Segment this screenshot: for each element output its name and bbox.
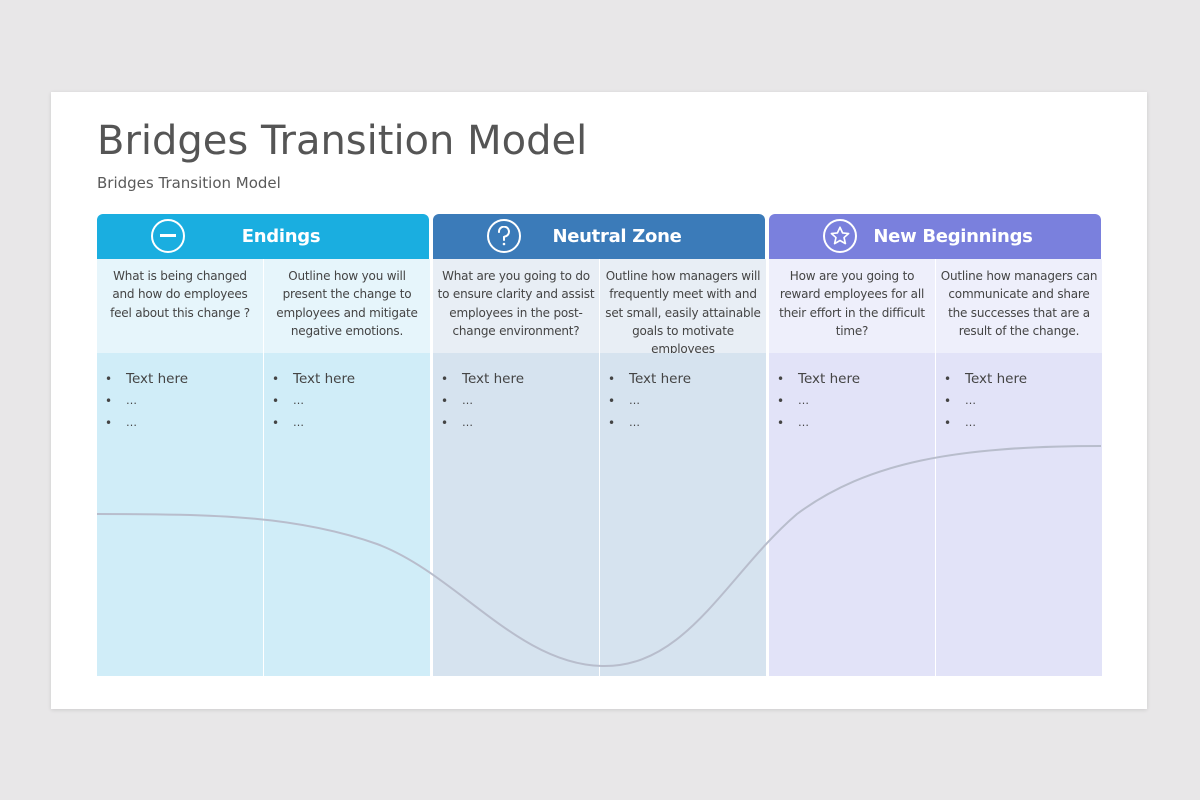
column-body: Text here … … — [769, 353, 935, 676]
column-question: How are you going to reward employees fo… — [769, 259, 935, 353]
bullet-item: … — [272, 390, 355, 412]
column-body: Text here … … — [936, 353, 1102, 676]
bullet-list: Text here … … — [608, 368, 691, 434]
phase-title: Neutral Zone — [552, 226, 682, 247]
bullet-item: … — [944, 390, 1027, 412]
column: What are you going to do to ensure clari… — [433, 259, 599, 676]
bullet-list: Text here … … — [272, 368, 355, 434]
column: What is being changed and how do employe… — [97, 259, 263, 676]
column-question: Outline how managers can communicate and… — [936, 259, 1102, 353]
phase-title: Endings — [241, 226, 321, 247]
column-question: Outline how you will present the change … — [264, 259, 430, 353]
column-question: What are you going to do to ensure clari… — [433, 259, 599, 353]
column-question: Outline how managers will frequently mee… — [600, 259, 766, 356]
column-question: What is being changed and how do employe… — [97, 259, 263, 353]
minus-circle-icon — [151, 219, 185, 253]
bullet-item: Text here — [608, 368, 691, 390]
phase-header-neutral-zone: Neutral Zone — [433, 214, 765, 259]
slide-title: Bridges Transition Model — [97, 118, 588, 164]
bullet-item: … — [608, 390, 691, 412]
bullet-item: … — [441, 412, 524, 434]
bullet-list: Text here … … — [944, 368, 1027, 434]
bullet-item: … — [105, 412, 188, 434]
transition-diagram: Endings What is being changed and how do… — [97, 214, 1102, 676]
phase-title: New Beginnings — [873, 226, 1033, 247]
bullet-list: Text here … … — [105, 368, 188, 434]
column-body: Text here … … — [600, 353, 766, 676]
bullet-item: Text here — [105, 368, 188, 390]
column-body: Text here … … — [97, 353, 263, 676]
column-body: Text here … … — [264, 353, 430, 676]
column: How are you going to reward employees fo… — [769, 259, 935, 676]
bullet-item: … — [944, 412, 1027, 434]
bullet-item: Text here — [777, 368, 860, 390]
bullet-item: … — [608, 412, 691, 434]
bullet-item: … — [272, 412, 355, 434]
phase-header-new-beginnings: New Beginnings — [769, 214, 1101, 259]
star-circle-icon — [823, 219, 857, 253]
bullet-item: Text here — [944, 368, 1027, 390]
bullet-item: … — [777, 412, 860, 434]
bullet-item: … — [441, 390, 524, 412]
slide: Bridges Transition Model Bridges Transit… — [51, 92, 1147, 709]
bullet-item: … — [777, 390, 860, 412]
bullet-item: … — [105, 390, 188, 412]
bullet-item: Text here — [272, 368, 355, 390]
column: Outline how managers will frequently mee… — [600, 259, 766, 676]
question-circle-icon — [487, 219, 521, 253]
phase-new-beginnings: New Beginnings How are you going to rewa… — [769, 214, 1102, 676]
phase-header-endings: Endings — [97, 214, 429, 259]
column: Outline how managers can communicate and… — [936, 259, 1102, 676]
phase-endings: Endings What is being changed and how do… — [97, 214, 430, 676]
column: Outline how you will present the change … — [264, 259, 430, 676]
bullet-item: Text here — [441, 368, 524, 390]
bullet-list: Text here … … — [441, 368, 524, 434]
slide-subtitle: Bridges Transition Model — [97, 174, 281, 192]
column-body: Text here … … — [433, 353, 599, 676]
bullet-list: Text here … … — [777, 368, 860, 434]
phase-neutral-zone: Neutral Zone What are you going to do to… — [433, 214, 766, 676]
